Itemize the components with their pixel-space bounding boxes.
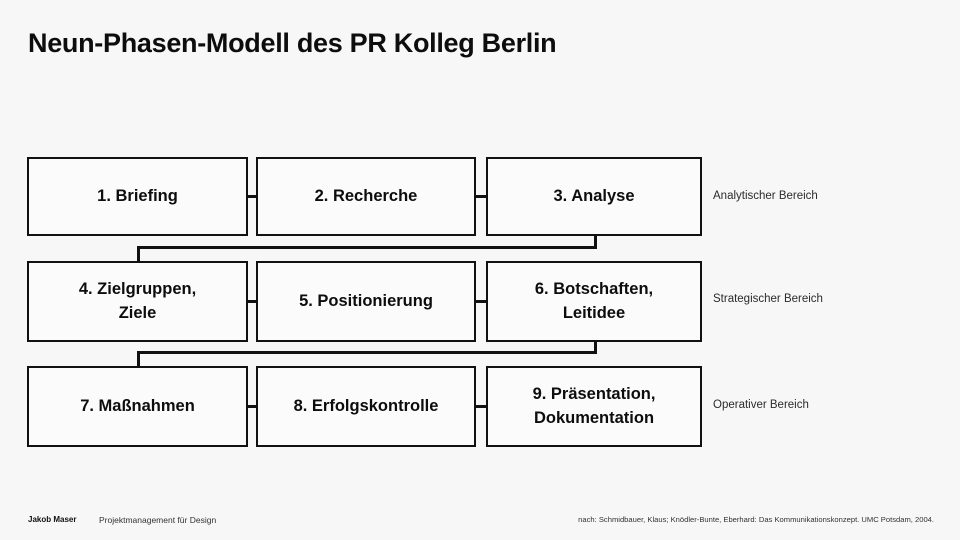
connector-6-to-7-across	[137, 351, 597, 354]
connector-1-to-2	[248, 195, 256, 198]
connector-3-to-4-into	[137, 246, 140, 262]
band-label-analytisch: Analytischer Bereich	[713, 190, 818, 202]
connector-6-to-7-into	[137, 351, 140, 367]
page-title: Neun-Phasen-Modell des PR Kolleg Berlin	[28, 28, 557, 58]
phase-box-3[interactable]: 3. Analyse	[486, 157, 702, 236]
footer-course: Projektmanagement für Design	[99, 515, 217, 525]
phase-box-2[interactable]: 2. Recherche	[256, 157, 476, 236]
footer-author: Jakob Maser	[28, 515, 77, 524]
phase-box-1[interactable]: 1. Briefing	[27, 157, 248, 236]
connector-3-to-4-down	[594, 236, 597, 248]
connector-5-to-6	[476, 300, 486, 303]
band-label-strategisch: Strategischer Bereich	[713, 293, 823, 305]
connector-7-to-8	[248, 405, 256, 408]
connector-6-to-7-down	[594, 342, 597, 353]
phase-box-6[interactable]: 6. Botschaften,Leitidee	[486, 261, 702, 342]
phase-box-4[interactable]: 4. Zielgruppen,Ziele	[27, 261, 248, 342]
phase-box-7[interactable]: 7. Maßnahmen	[27, 366, 248, 447]
phase-box-9[interactable]: 9. Präsentation,Dokumentation	[486, 366, 702, 447]
connector-2-to-3	[476, 195, 486, 198]
connector-4-to-5	[248, 300, 256, 303]
footer-source-citation: nach: Schmidbauer, Klaus; Knödler-Bunte,…	[578, 515, 934, 524]
phase-box-8[interactable]: 8. Erfolgskontrolle	[256, 366, 476, 447]
band-label-operativ: Operativer Bereich	[713, 399, 809, 411]
phase-box-5[interactable]: 5. Positionierung	[256, 261, 476, 342]
connector-8-to-9	[476, 405, 486, 408]
connector-3-to-4-across	[137, 246, 597, 249]
